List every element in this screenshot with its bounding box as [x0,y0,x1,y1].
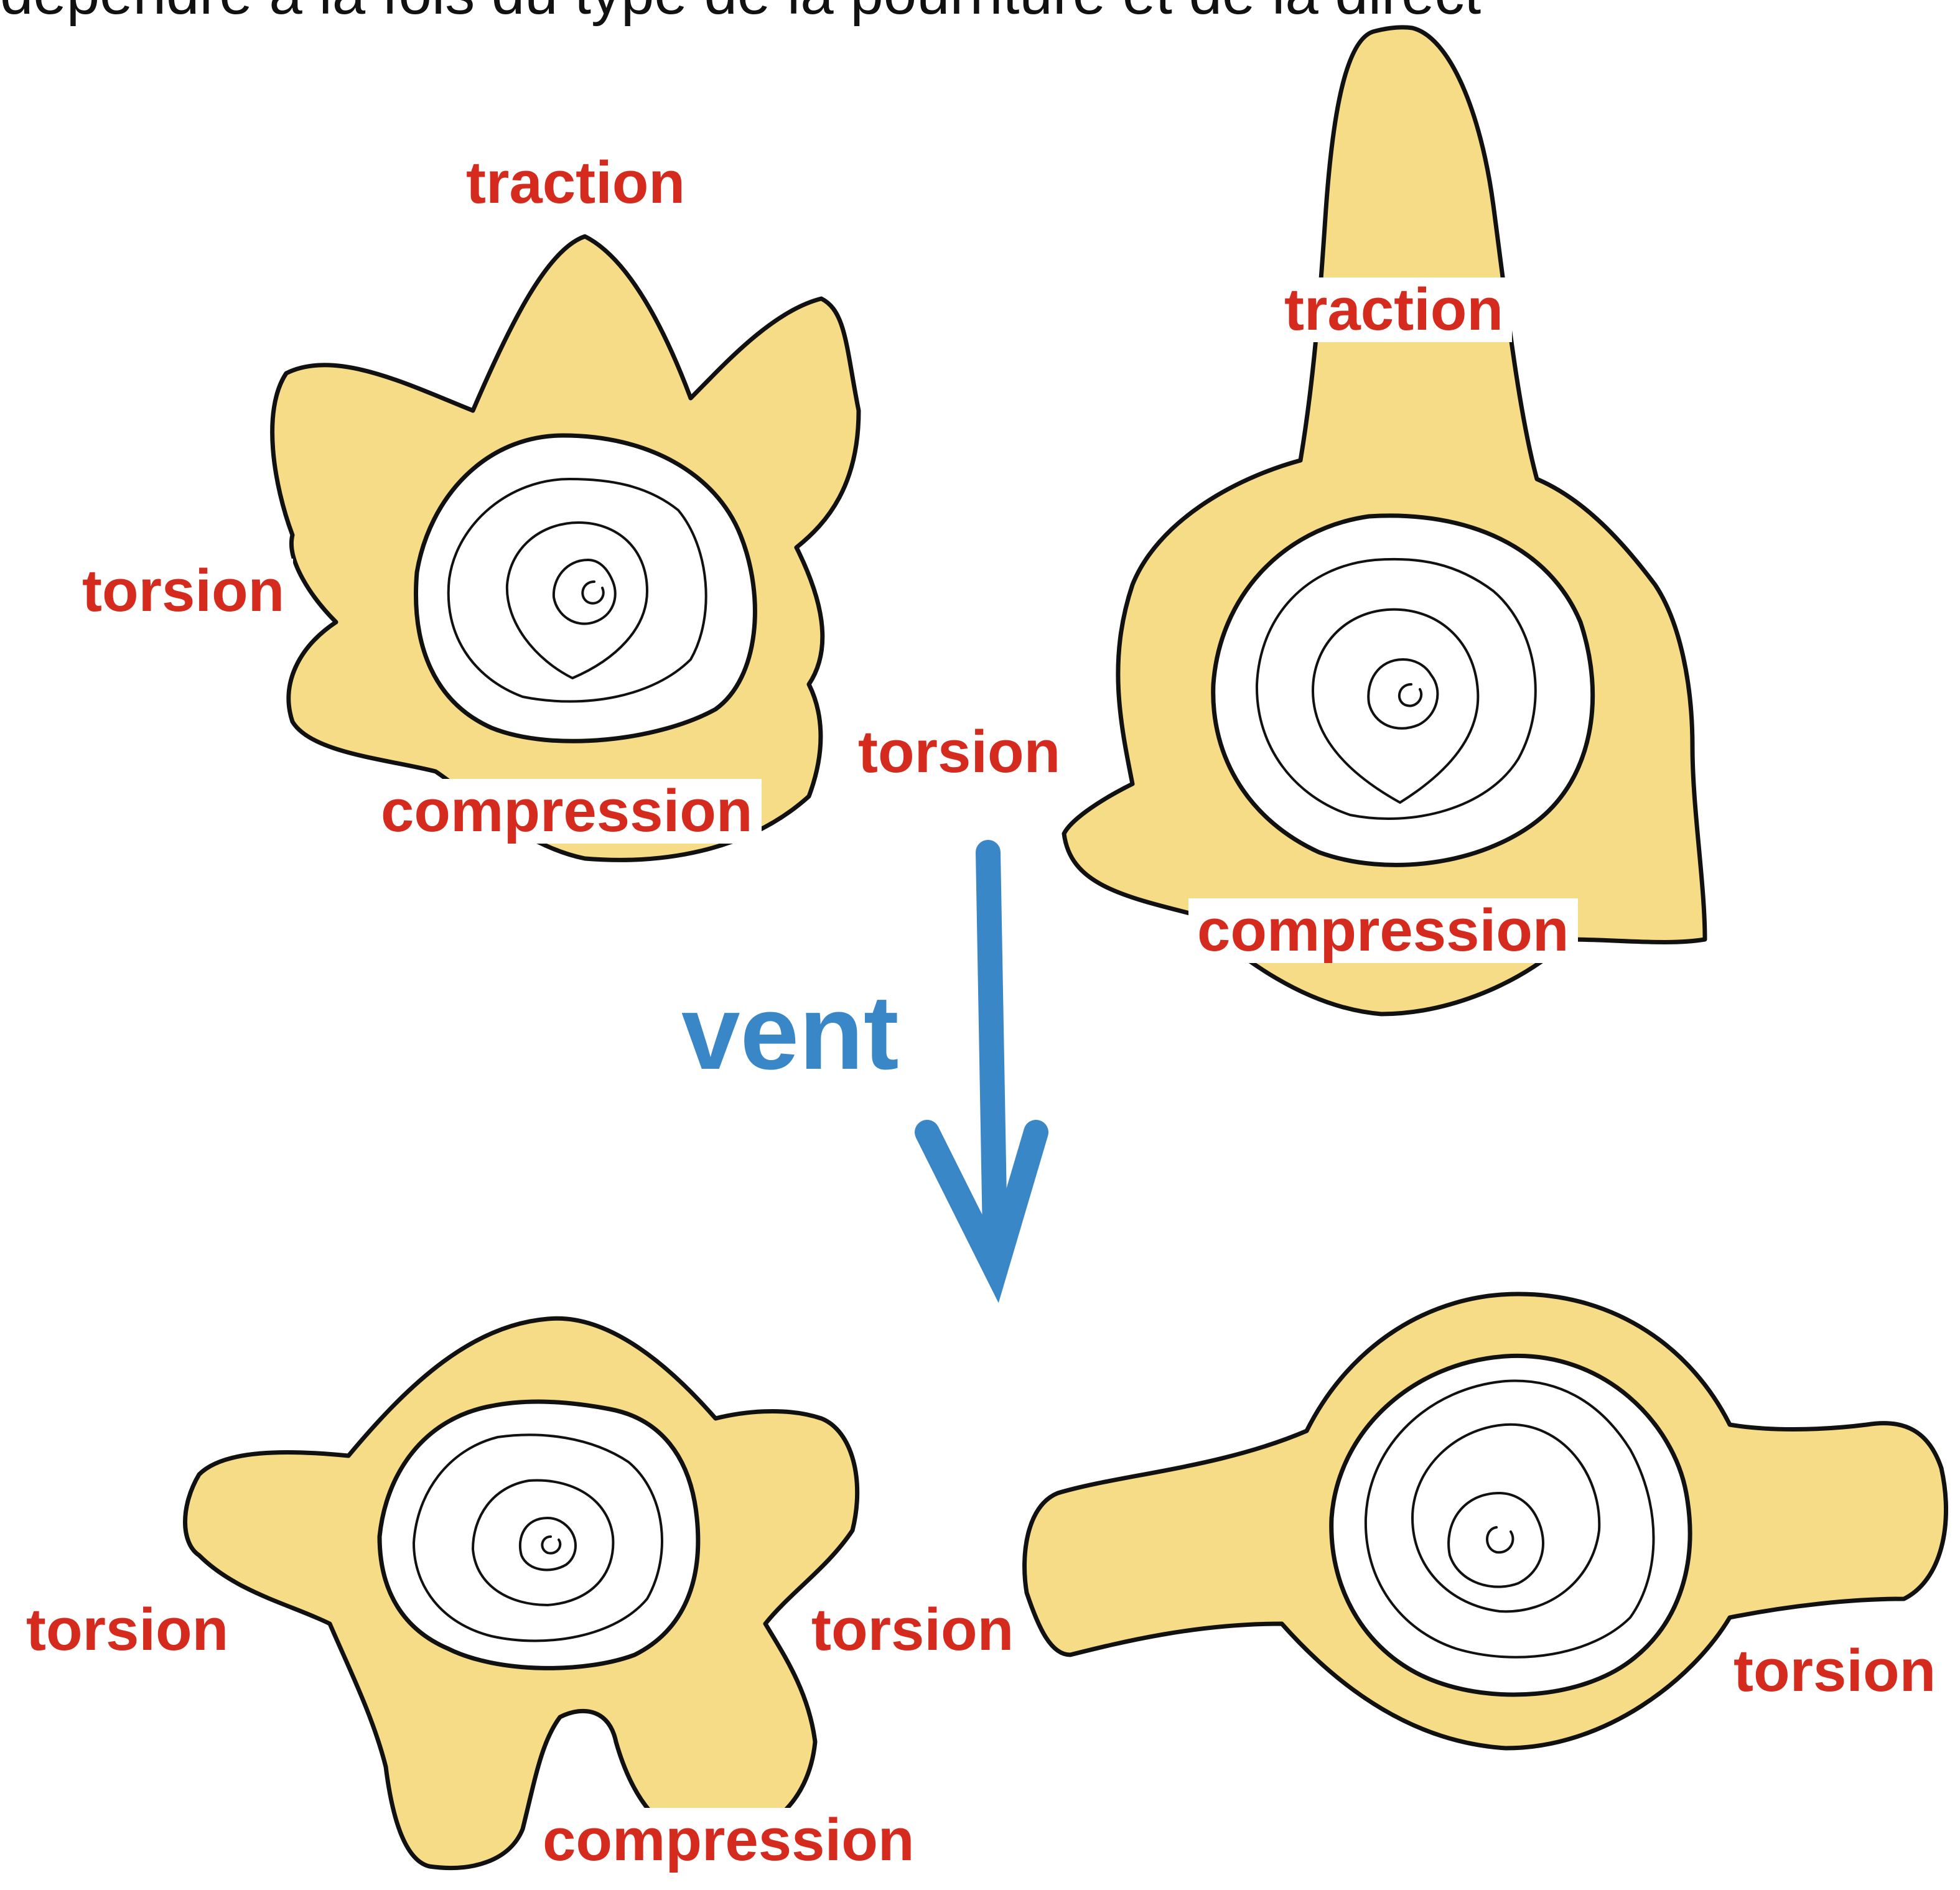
cross-section-bottom-left [185,1318,857,1868]
sapwood-ring-top-left [416,435,755,741]
label-top-right-left: torsion [849,720,1069,784]
wind-arrow [927,852,1036,1269]
label-bottom-right-right: torsion [1725,1639,1944,1703]
label-top-left-top: traction [457,151,694,215]
sapwood-ring-bottom-left [380,1402,698,1668]
sapwood-ring-bottom-right [1332,1356,1690,1695]
cross-section-top-right [1064,27,1705,1014]
label-top-right-top: traction [1276,277,1512,342]
wind-arrow-shaft [988,852,996,1269]
cross-section-top-left [273,236,859,860]
label-bottom-left-right: torsion [803,1598,1022,1662]
label-top-left-left: torsion [73,559,293,623]
label-top-left-bottom: compression [372,779,762,844]
label-top-right-bottom: compression [1188,898,1578,963]
label-bottom-left-left: torsion [17,1598,237,1662]
label-bottom-left-bottom: compression [534,1808,923,1873]
wind-label: vent [681,980,899,1086]
